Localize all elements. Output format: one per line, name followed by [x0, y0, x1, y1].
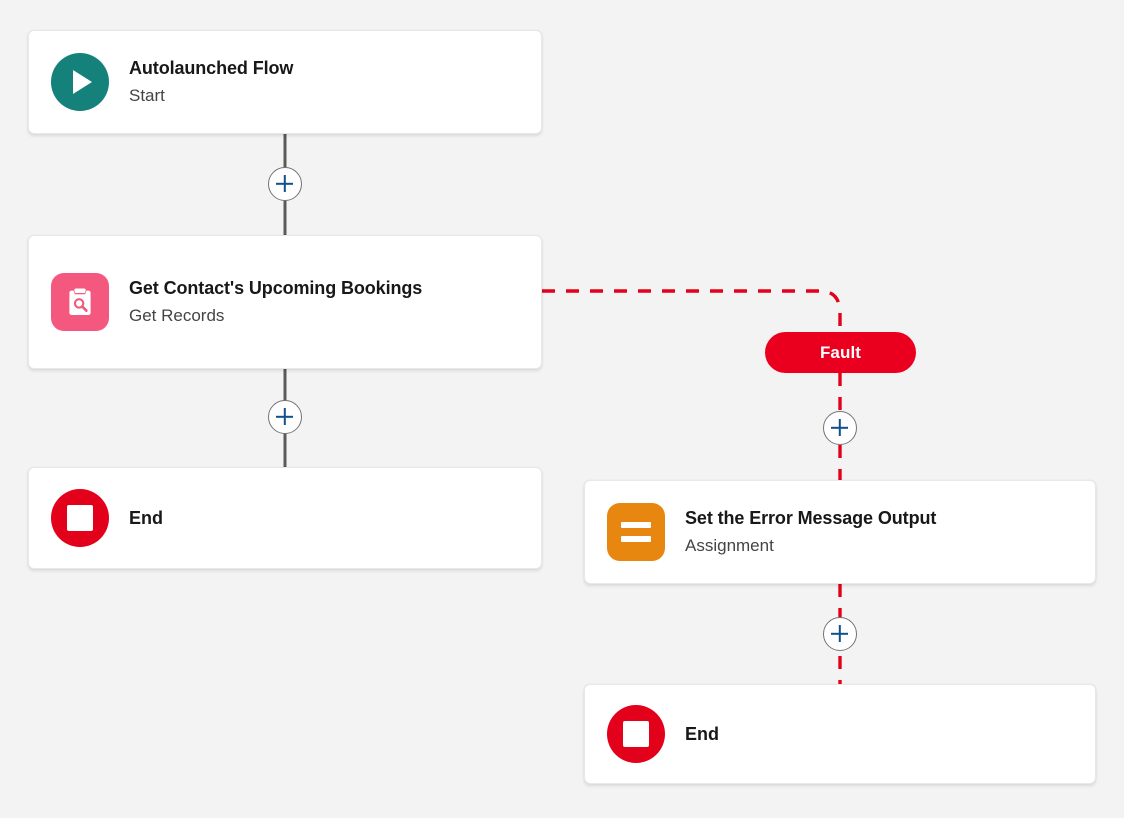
play-icon [51, 53, 109, 111]
flow-node-assignment-text: Set the Error Message Output Assignment [685, 505, 936, 558]
flow-node-get-records[interactable]: Get Contact's Upcoming Bookings Get Reco… [28, 235, 542, 369]
flow-node-end-main[interactable]: End [28, 467, 542, 569]
flow-node-end-fault[interactable]: End [584, 684, 1096, 784]
stop-icon [607, 705, 665, 763]
flow-node-start-text: Autolaunched Flow Start [129, 55, 293, 108]
add-element-button-fault-to-assignment[interactable] [823, 411, 857, 445]
flow-node-end-fault-title: End [685, 723, 719, 744]
stop-icon [51, 489, 109, 547]
add-element-button-assignment-to-end[interactable] [823, 617, 857, 651]
flow-node-start-title: Autolaunched Flow [129, 58, 294, 79]
fault-path-badge-label: Fault [819, 342, 862, 362]
flow-node-assignment-title: Set the Error Message Output [685, 508, 937, 529]
flow-node-start[interactable]: Autolaunched Flow Start [28, 30, 542, 134]
flow-node-end-main-title: End [129, 507, 163, 528]
flow-node-get-records-text: Get Contact's Upcoming Bookings Get Reco… [129, 275, 422, 328]
flow-node-end-main-text: End [129, 508, 163, 529]
clipboard-search-icon [51, 273, 109, 331]
flow-node-start-subtitle: Start [129, 86, 165, 106]
connector-fault-branch [542, 289, 842, 332]
fault-path-badge[interactable]: Fault [765, 332, 916, 373]
flow-node-assignment[interactable]: Set the Error Message Output Assignment [584, 480, 1096, 584]
flow-node-get-records-title: Get Contact's Upcoming Bookings [129, 278, 423, 299]
add-element-button-start-to-get-records[interactable] [268, 167, 302, 201]
flow-node-end-fault-text: End [685, 724, 719, 745]
equals-icon [607, 503, 665, 561]
flow-node-get-records-subtitle: Get Records [129, 306, 225, 326]
add-element-button-get-records-to-end[interactable] [268, 400, 302, 434]
flow-node-assignment-subtitle: Assignment [685, 536, 774, 556]
